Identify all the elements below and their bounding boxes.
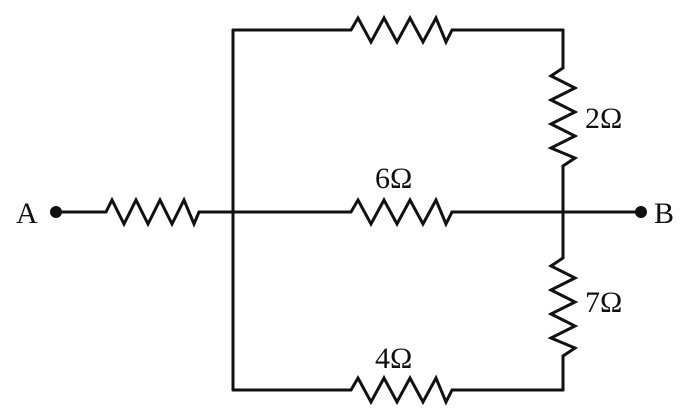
- resistor-right-upper-label: 2Ω: [585, 102, 622, 135]
- terminal-a-dot: [50, 206, 62, 218]
- terminal-b-dot: [635, 206, 647, 218]
- resistor-right-upper-2ohm: [547, 60, 579, 168]
- terminal-a-label: A: [16, 197, 38, 230]
- resistor-right-lower-7ohm: [547, 250, 579, 358]
- resistor-left-input: [98, 196, 207, 228]
- terminal-b-label: B: [654, 197, 674, 230]
- resistor-right-lower-label: 7Ω: [585, 286, 622, 319]
- resistor-middle-label: 6Ω: [375, 162, 412, 195]
- resistor-bottom-label: 4Ω: [375, 342, 412, 375]
- resistor-bottom-4ohm: [343, 374, 454, 406]
- resistor-top: [343, 14, 454, 46]
- resistor-middle-6ohm: [343, 196, 454, 228]
